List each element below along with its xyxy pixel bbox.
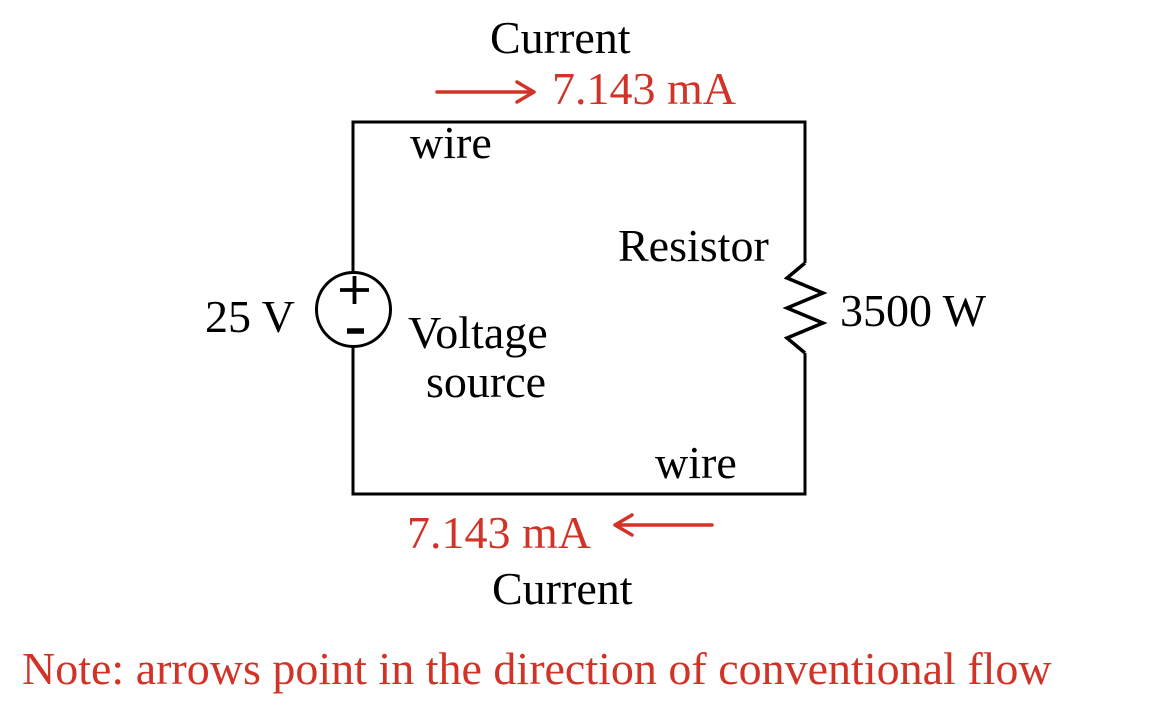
top-current-title: Current bbox=[490, 12, 631, 63]
resistor-label: Resistor bbox=[618, 220, 769, 271]
current-arrow-left-icon bbox=[613, 513, 714, 537]
resistor-value: 3500 W bbox=[840, 285, 987, 336]
top-wire-label: wire bbox=[410, 117, 492, 168]
plus-symbol-icon bbox=[340, 276, 369, 304]
voltage-source-circle-icon bbox=[315, 271, 392, 348]
top-current-value: 7.143 mA bbox=[552, 63, 736, 114]
current-arrow-right-icon bbox=[435, 80, 536, 104]
bottom-current-title: Current bbox=[492, 563, 633, 614]
voltage-source-label-line2: source bbox=[426, 356, 547, 407]
resistor-zigzag-icon bbox=[782, 261, 828, 355]
bottom-current-value: 7.143 mA bbox=[407, 507, 591, 558]
voltage-source-label-line1: Voltage bbox=[408, 307, 548, 358]
note-text: Note: arrows point in the direction of c… bbox=[22, 643, 1052, 694]
bottom-wire-label: wire bbox=[655, 437, 737, 488]
voltage-source-value: 25 V bbox=[205, 291, 295, 342]
